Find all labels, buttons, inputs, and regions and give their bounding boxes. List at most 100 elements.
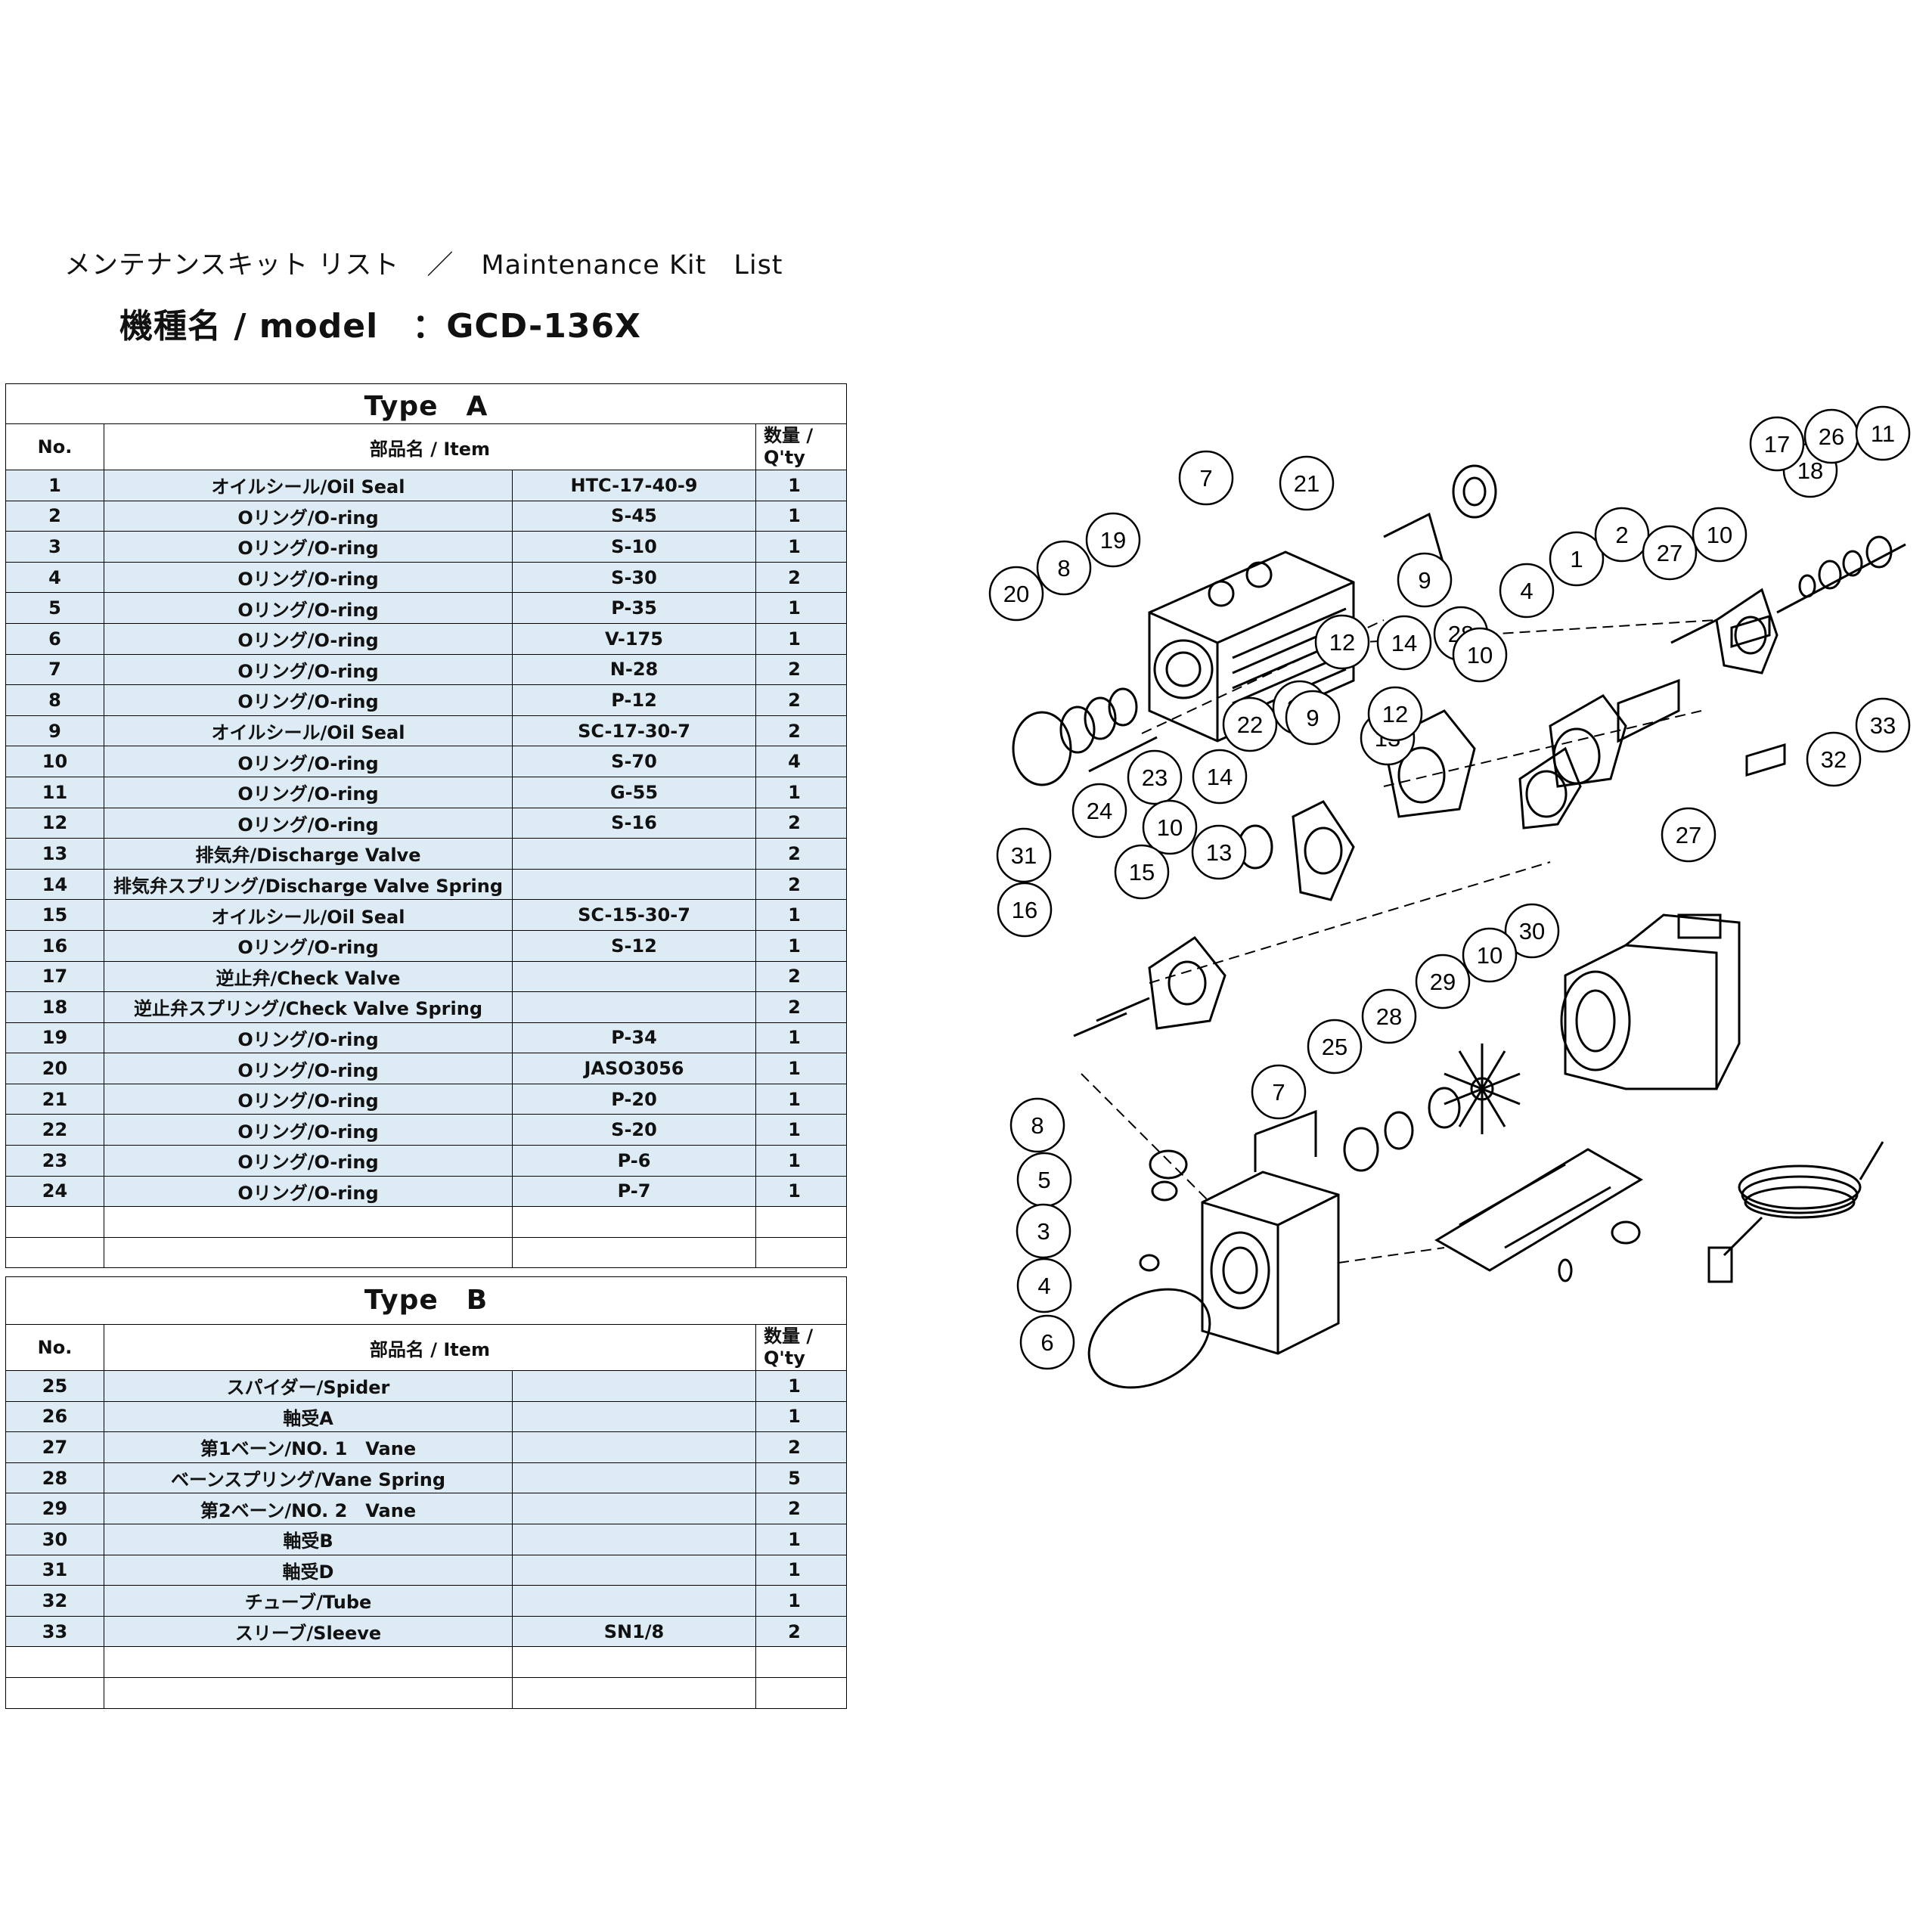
part-name-cell: Oリング/O-ring xyxy=(104,746,513,777)
part-qty-cell: 1 xyxy=(755,531,847,563)
callout-label: 1 xyxy=(1570,546,1583,572)
callout-circle xyxy=(1114,844,1170,900)
part-name-cell: 排気弁/Discharge Valve xyxy=(104,838,513,870)
part-number-cell: 10 xyxy=(5,746,104,777)
part-number-cell: 5 xyxy=(5,592,104,624)
part-name-cell: Oリング/O-ring xyxy=(104,1022,513,1054)
part-number-cell: 23 xyxy=(5,1145,104,1177)
callout-label: 14 xyxy=(1391,630,1417,656)
callout-label: 9 xyxy=(1306,705,1319,731)
part-name-cell: Oリング/O-ring xyxy=(104,929,513,962)
callout-circle xyxy=(1376,615,1432,671)
empty-cell xyxy=(512,1236,756,1269)
part-code-cell: N-28 xyxy=(512,653,756,686)
callout-circle xyxy=(1191,824,1247,880)
callout-circle xyxy=(1016,1258,1072,1313)
col-qty-header: 数量 / Q'ty xyxy=(755,1324,848,1371)
part-number-cell: 6 xyxy=(5,622,104,655)
part-qty-cell: 2 xyxy=(755,653,847,686)
part-name-cell: 逆止弁スプリング/Check Valve Spring xyxy=(104,991,513,1023)
vane-plates xyxy=(1730,614,1786,777)
callout-label: 8 xyxy=(1031,1112,1044,1139)
part-code-cell: S-12 xyxy=(512,929,756,962)
part-qty-cell: 1 xyxy=(755,500,847,532)
empty-cell xyxy=(104,1646,513,1678)
callout-label: 2 xyxy=(1615,522,1628,548)
part-name-cell: Oリング/O-ring xyxy=(104,561,513,594)
callout-circle xyxy=(1222,696,1278,752)
part-number-cell: 9 xyxy=(5,715,104,747)
part-name-cell: チューブ/Tube xyxy=(104,1585,513,1617)
part-number-cell: 11 xyxy=(5,776,104,808)
callout-circle xyxy=(1415,954,1471,1009)
part-number-cell: 20 xyxy=(5,1053,104,1084)
part-code-cell: P-12 xyxy=(512,684,756,716)
callout-circle xyxy=(1749,416,1805,472)
part-number-cell: 1 xyxy=(5,470,104,501)
callout-label: 16 xyxy=(1012,897,1037,923)
part-qty-cell: 1 xyxy=(755,1554,848,1586)
empty-row xyxy=(5,1676,848,1709)
part-name-cell: Oリング/O-ring xyxy=(104,1114,513,1146)
part-number-cell: 3 xyxy=(5,531,104,563)
part-code-cell xyxy=(512,1400,756,1433)
kit-list-title: メンテナンスキット リスト ／ Maintenance Kit List xyxy=(64,250,783,281)
part-number-cell: 26 xyxy=(5,1400,104,1433)
part-code-cell: SN1/8 xyxy=(512,1615,756,1648)
part-code-cell: S-20 xyxy=(512,1114,756,1146)
type-b-title: Type B xyxy=(5,1276,848,1325)
part-number-cell: 30 xyxy=(5,1523,104,1555)
part-name-cell: オイルシール/Oil Seal xyxy=(104,470,513,501)
part-name-cell: オイルシール/Oil Seal xyxy=(104,899,513,931)
callout-label: 8 xyxy=(1057,555,1070,581)
part-code-cell: S-10 xyxy=(512,531,756,563)
callout-circle xyxy=(1452,627,1508,683)
part-number-cell: 15 xyxy=(5,899,104,931)
part-code-cell xyxy=(512,1585,756,1617)
callout-label: 4 xyxy=(1037,1273,1050,1299)
part-name-cell: Oリング/O-ring xyxy=(104,807,513,839)
part-name-cell: Oリング/O-ring xyxy=(104,1053,513,1084)
callout-label: 11 xyxy=(1871,420,1895,447)
empty-row xyxy=(5,1206,847,1238)
part-name-cell: 排気弁スプリング/Discharge Valve Spring xyxy=(104,868,513,901)
part-code-cell xyxy=(512,960,756,993)
part-code-cell: P-35 xyxy=(512,592,756,624)
part-name-cell: Oリング/O-ring xyxy=(104,653,513,686)
part-qty-cell: 1 xyxy=(755,929,847,962)
callout-label: 10 xyxy=(1157,814,1183,841)
part-number-cell: 2 xyxy=(5,500,104,532)
part-name-cell: Oリング/O-ring xyxy=(104,1145,513,1177)
part-number-cell: 29 xyxy=(5,1493,104,1524)
part-number-cell: 33 xyxy=(5,1615,104,1648)
part-name-cell: 逆止弁/Check Valve xyxy=(104,960,513,993)
type-a-title: Type A xyxy=(5,383,847,424)
part-name-cell: 第2ベーン/NO. 2 Vane xyxy=(104,1493,513,1524)
callout-circle xyxy=(1285,690,1341,746)
part-number-cell: 14 xyxy=(5,868,104,901)
callout-label: 25 xyxy=(1322,1034,1347,1060)
upper-cylinder-housing xyxy=(1148,550,1355,743)
callout-circle xyxy=(1036,540,1092,596)
part-code-cell: V-175 xyxy=(512,622,756,655)
empty-cell xyxy=(512,1676,756,1709)
part-qty-cell: 1 xyxy=(755,592,847,624)
callout-label: 9 xyxy=(1418,567,1431,594)
callout-circle xyxy=(1178,450,1234,506)
connector-lines xyxy=(1081,619,1717,1264)
part-code-cell: P-6 xyxy=(512,1145,756,1177)
empty-cell xyxy=(755,1206,847,1238)
part-code-cell: G-55 xyxy=(512,776,756,808)
callout-circle xyxy=(1009,1097,1065,1153)
part-qty-cell: 1 xyxy=(755,1022,847,1054)
part-qty-cell: 1 xyxy=(755,899,847,931)
callout-label: 28 xyxy=(1376,1003,1402,1030)
